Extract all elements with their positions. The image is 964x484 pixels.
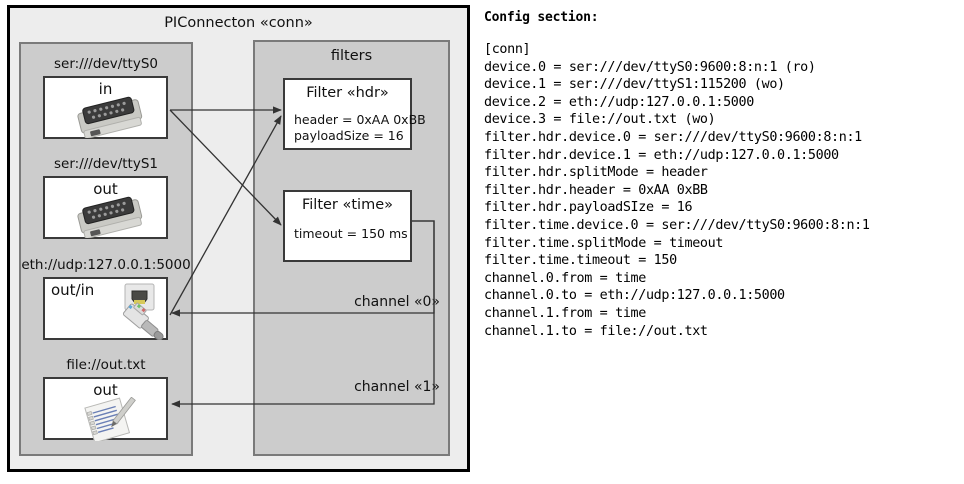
device-0-label: ser:///dev/ttyS0 [54, 56, 158, 72]
config-line: channel.0.to = eth://udp:127.0.0.1:5000 [484, 288, 785, 304]
config-line: filter.time.timeout = 150 [484, 253, 677, 269]
channel-1-label: channel «1» [354, 379, 440, 395]
config-line: device.0 = ser:///dev/ttyS0:9600:8:n:1 (… [484, 59, 816, 75]
config-section: Config section: [conn] device.0 = ser:///… [482, 6, 960, 476]
config-line: channel.1.from = time [484, 305, 646, 321]
device-3-direction: out [93, 381, 118, 399]
filter-time-prop-0: timeout = 150 ms [294, 226, 408, 241]
device-3-label: file://out.txt [66, 357, 146, 373]
config-text-block: [conn] device.0 = ser:///dev/ttyS0:9600:8… [484, 41, 960, 340]
config-line: filter.hdr.header = 0xAA 0xBB [484, 182, 708, 198]
filter-hdr-box[interactable]: Filter «hdr» header = 0xAA 0xBB payloadS… [283, 78, 426, 150]
ethernet-plug-icon [122, 283, 164, 340]
config-heading: Config section: [484, 10, 599, 25]
config-line: [conn] [484, 42, 531, 57]
text-file-icon [84, 397, 136, 441]
filter-hdr-prop-1: payloadSize = 16 [294, 128, 404, 143]
filter-hdr-prop-0: header = 0xAA 0xBB [294, 112, 426, 127]
config-line: filter.hdr.splitMode = header [484, 165, 708, 181]
diagram-title: PIConnecton «conn» [164, 15, 313, 31]
filter-hdr-title: Filter «hdr» [306, 85, 389, 101]
serial-connector-icon [77, 96, 143, 138]
device-2-box[interactable]: out/in [43, 277, 168, 340]
filter-time-title: Filter «time» [301, 197, 394, 213]
channel-0-label: channel «0» [354, 294, 440, 310]
config-line: filter.hdr.device.0 = ser:///dev/ttyS0:9… [484, 129, 862, 145]
config-line: channel.0.from = time [484, 270, 646, 286]
device-2-direction: out/in [51, 281, 95, 299]
config-line: filter.hdr.payloadSIze = 16 [484, 200, 693, 216]
device-3-box[interactable]: out [43, 377, 168, 441]
device-1-direction: out [93, 180, 118, 198]
config-line: filter.hdr.device.1 = eth://udp:127.0.0.… [484, 147, 839, 163]
config-line: channel.1.to = file://out.txt [484, 323, 708, 339]
config-line: device.3 = file://out.txt (wo) [484, 112, 716, 128]
device-1-label: ser:///dev/ttyS1 [54, 156, 158, 172]
filters-title: filters [330, 48, 373, 64]
config-line: filter.time.device.0 = ser:///dev/ttyS0:… [484, 217, 870, 233]
filter-time-box[interactable]: Filter «time» timeout = 150 ms [283, 190, 412, 262]
device-0-box[interactable]: in [43, 76, 168, 139]
config-line: filter.time.splitMode = timeout [484, 235, 724, 251]
serial-connector-icon [77, 196, 143, 238]
config-line: device.2 = eth://udp:127.0.0.1:5000 [484, 94, 754, 110]
config-line: device.1 = ser:///dev/ttyS1:115200 (wo) [484, 77, 785, 93]
device-0-direction: in [98, 80, 113, 98]
device-1-box[interactable]: out [43, 176, 168, 239]
device-2-label: eth://udp:127.0.0.1:5000 [21, 257, 191, 273]
